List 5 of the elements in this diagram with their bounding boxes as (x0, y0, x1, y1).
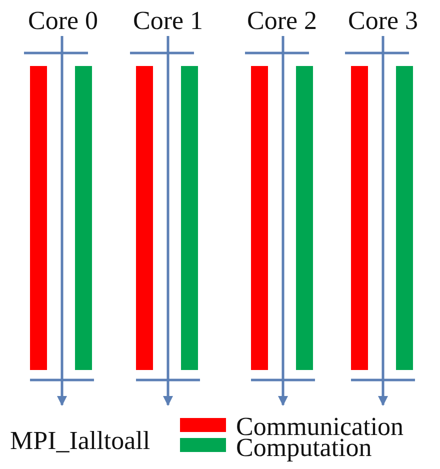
operation-label: MPI_Ialltoall (10, 428, 150, 454)
core-label: Core 0 (28, 8, 98, 34)
core-label: Core 1 (132, 8, 204, 34)
core-label: Core 3 (348, 8, 418, 34)
core-label: Core 2 (246, 8, 318, 34)
